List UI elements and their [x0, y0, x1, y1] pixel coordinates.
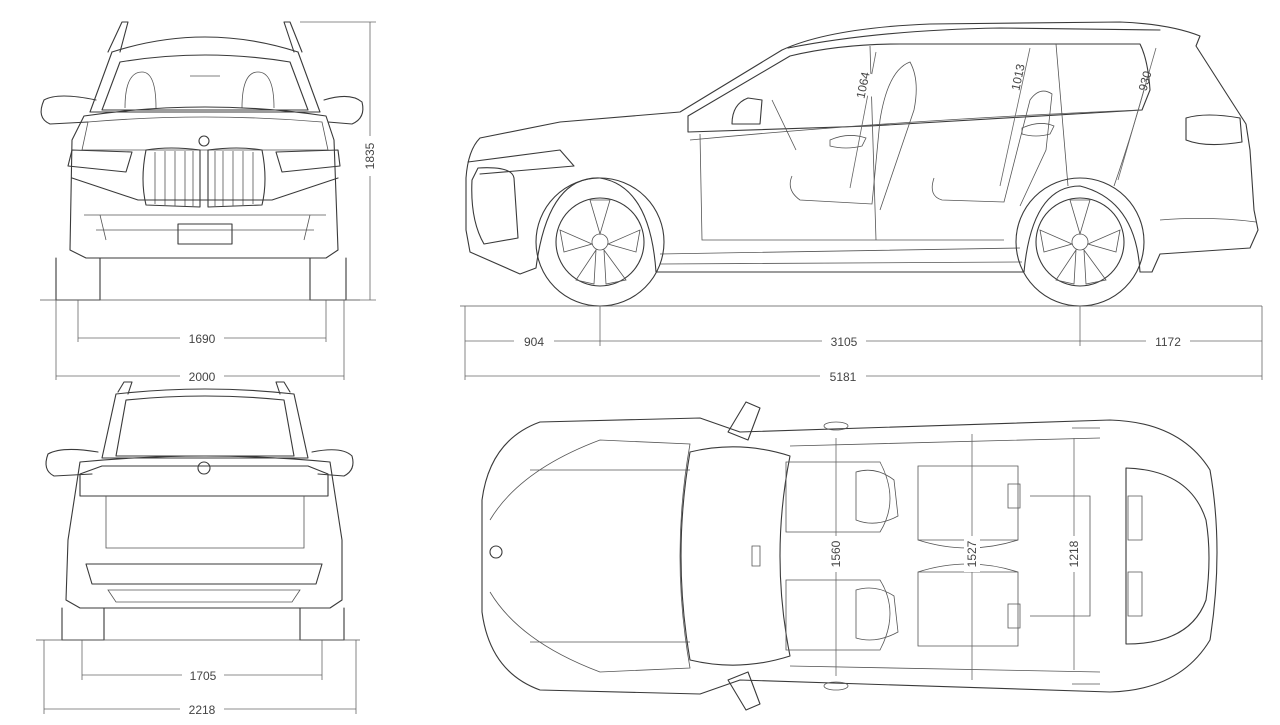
side-dimensions: 904 3105 1172 5181 — [464, 306, 1263, 384]
rear-overhang-label: 1172 — [1155, 335, 1181, 349]
rear-track-label: 1705 — [190, 669, 217, 683]
length-label: 5181 — [830, 370, 857, 384]
headroom-third-row-label: 930 — [1136, 69, 1155, 92]
rear-logo-icon — [197, 461, 211, 475]
wheelbase-label: 3105 — [831, 335, 858, 349]
kidney-grille — [142, 147, 266, 208]
front-wheel — [535, 177, 665, 307]
rear-view — [36, 381, 360, 641]
width-with-mirrors-label: 2218 — [189, 703, 216, 717]
top-view: 1560 1527 1218 — [481, 401, 1218, 711]
rear-dimensions: 1705 2218 — [43, 640, 357, 717]
front-dimensions: 1690 2000 1835 — [55, 21, 378, 384]
top-logo-icon — [489, 545, 503, 559]
rear-wheel — [1015, 177, 1145, 307]
height-label: 1835 — [363, 142, 377, 169]
shoulder-second-row-label: 1527 — [965, 540, 979, 567]
front-track-label: 1690 — [189, 332, 216, 346]
shoulder-front-label: 1560 — [829, 540, 843, 567]
headroom-front-label: 1064 — [853, 70, 872, 99]
overall-width-label: 2000 — [189, 370, 216, 384]
headroom-second-row-label: 1013 — [1008, 62, 1027, 91]
side-view: 1064 1013 930 — [460, 21, 1262, 307]
brand-logo-icon — [198, 135, 210, 147]
shoulder-third-row-label: 1218 — [1067, 540, 1081, 567]
front-view — [40, 21, 364, 301]
front-overhang-label: 904 — [524, 335, 544, 349]
